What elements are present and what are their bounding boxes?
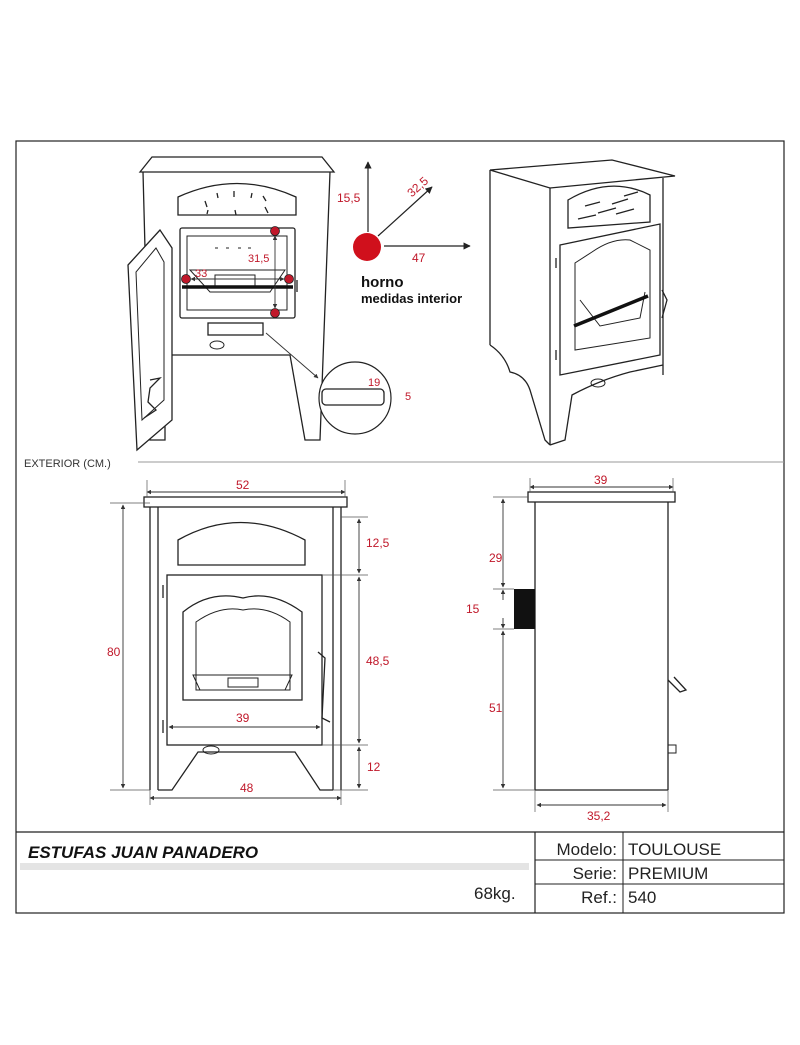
oven-subtitle: medidas interior (361, 291, 462, 306)
stove-front-view (143, 496, 348, 791)
ash-slot-width-label: 19 (368, 377, 380, 389)
stove-side-view (514, 491, 688, 791)
front-oven-height-label: 12,5 (366, 536, 390, 550)
model-value: TOULOUSE (628, 840, 721, 859)
side-top-depth-label: 39 (594, 473, 608, 487)
ash-slot-detail (318, 361, 392, 435)
oven-height-label: 15,5 (337, 191, 361, 205)
ref-value: 540 (628, 888, 656, 907)
side-lower-label: 51 (489, 701, 503, 715)
oven-origin-dot (353, 233, 381, 261)
title-block (16, 831, 784, 913)
weight-value: 68kg. (474, 884, 516, 903)
side-flue-label: 15 (466, 602, 480, 616)
series-label: Serie: (573, 864, 617, 883)
oven-dimension-legend (353, 161, 471, 261)
oven-inner-width-label: 33 (195, 268, 207, 280)
model-label: Modelo: (557, 840, 617, 859)
side-upper-label: 29 (489, 551, 503, 565)
oven-title: horno (361, 274, 404, 291)
ref-label: Ref.: (581, 888, 617, 907)
series-value: PREMIUM (628, 864, 708, 883)
oven-width-label: 47 (412, 251, 426, 265)
front-top-width-label: 52 (236, 478, 250, 492)
stove-open-view (127, 156, 336, 452)
side-base-depth-label: 35,2 (587, 809, 611, 823)
side-dimensions (493, 478, 674, 812)
front-door-width-label: 39 (236, 711, 250, 725)
stove-perspective-view (489, 159, 676, 446)
sheet-frame (15, 140, 785, 914)
front-firebox-height-label: 48,5 (366, 654, 390, 668)
front-dimensions (110, 480, 368, 805)
oven-inner-height-label: 31,5 (248, 253, 269, 265)
brand-title: ESTUFAS JUAN PANADERO (28, 843, 258, 862)
section-label: EXTERIOR (CM.) (24, 458, 111, 470)
ash-slot-height-label: 5 (405, 391, 411, 403)
flue-collar (514, 589, 535, 629)
front-total-height-label: 80 (107, 645, 121, 659)
front-leg-height-label: 12 (367, 760, 381, 774)
oven-depth-label: 32,5 (404, 174, 431, 200)
front-base-width-label: 48 (240, 781, 254, 795)
